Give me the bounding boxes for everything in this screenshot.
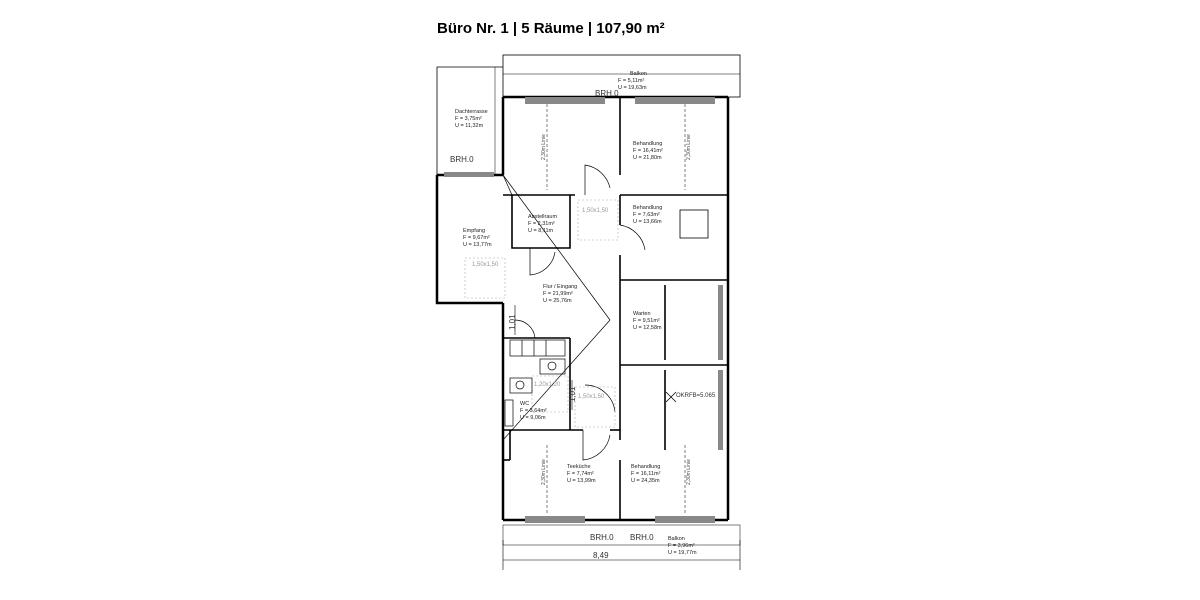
- room-label-abstellraum-perimeter: U = 8,11m: [528, 228, 554, 234]
- room-label-warten-perimeter: U = 12,58m: [633, 325, 662, 331]
- skylight: [679, 209, 709, 239]
- room-label-flur-perimeter: U = 25,76m: [543, 298, 572, 304]
- height-line-label-1: 2,30m Linie: [541, 134, 547, 160]
- page-title: Büro Nr. 1 | 5 Räume | 107,90 m²: [437, 20, 665, 37]
- room-label-balkon-bottom-area: F = 3,96m²: [668, 543, 695, 549]
- room-label-dachterrasse-name: Dachterrasse: [455, 109, 488, 115]
- room-label-balkon-bottom-name: Balkon: [668, 536, 685, 542]
- room-labels: Balkon F = 5,11m² U = 19,63m Dachterrass…: [455, 71, 697, 556]
- door-swings: [514, 164, 646, 461]
- room-label-behandlung-1-name: Behandlung: [633, 141, 662, 147]
- height-line-label-3: 2,30m Linie: [541, 459, 547, 485]
- wc-fixtures: [504, 377, 533, 427]
- turning-area-label-2: 1,50x1,50: [472, 262, 499, 268]
- okrfb-marker: [665, 391, 677, 403]
- kitchen-counter: [509, 339, 566, 375]
- annotations: BRH.0 BRH.0 BRH.0 BRH.0 8,49 OKRFB=5.065…: [450, 89, 716, 560]
- room-label-empfang-name: Empfang: [463, 228, 485, 234]
- dimension-lines: [502, 305, 741, 570]
- turning-area-label-3: 1,50x1,50: [578, 394, 605, 400]
- interior-walls: [503, 97, 728, 520]
- room-label-behandlung-1-perimeter: U = 21,80m: [633, 155, 662, 161]
- room-label-empfang-area: F = 9,67m²: [463, 235, 490, 241]
- room-label-warten-name: Warten: [633, 311, 651, 317]
- height-lines: [546, 104, 686, 515]
- dimension-101-b: 1,01: [568, 386, 577, 402]
- room-label-wc-area: F = 3,64m²: [520, 408, 547, 414]
- roof-terrace: [436, 66, 503, 175]
- room-label-behandlung-2-perimeter: U = 13,66m: [633, 219, 662, 225]
- room-label-balkon-top-perimeter: U = 19,63m: [618, 85, 647, 91]
- room-label-behandlung-2-area: F = 7,63m²: [633, 212, 660, 218]
- windows: [444, 97, 723, 523]
- dimension-bottom: 8,49: [593, 551, 609, 560]
- roof-projection: [502, 174, 611, 441]
- room-label-dachterrasse-perimeter: U = 11,32m: [455, 123, 484, 129]
- room-label-behandlung-2-name: Behandlung: [633, 205, 662, 211]
- room-label-flur-area: F = 21,99m²: [543, 291, 573, 297]
- brh-label-left: BRH.0: [450, 155, 474, 164]
- height-line-label-2: 2,30m Linie: [686, 134, 692, 160]
- room-label-dachterrasse-area: F = 3,75m²: [455, 116, 482, 122]
- height-line-label-4: 2,30m Linie: [686, 459, 692, 485]
- room-label-wc-name: WC: [520, 401, 529, 407]
- room-label-behandlung-3-area: F = 16,11m²: [631, 471, 661, 477]
- room-label-warten-area: F = 9,51m²: [633, 318, 660, 324]
- room-label-balkon-bottom-perimeter: U = 19,77m: [668, 550, 697, 556]
- room-label-abstellraum-name: Abstellraum: [528, 214, 557, 220]
- room-label-behandlung-1-area: F = 16,41m²: [633, 148, 663, 154]
- okrfb-label: OKRFB=5.065: [676, 393, 716, 399]
- room-label-flur-name: Flur / Eingang: [543, 284, 577, 290]
- dimension-101-a: 1,01: [508, 314, 517, 330]
- room-label-teekueche-perimeter: U = 13,99m: [567, 478, 596, 484]
- turning-area-label-1: 1,50x1,50: [582, 208, 609, 214]
- brh-label-top: BRH.0: [595, 89, 619, 98]
- room-label-abstellraum-area: F = 2,31m²: [528, 221, 555, 227]
- room-label-balkon-top-name: Balkon: [630, 71, 647, 77]
- room-label-teekueche-area: F = 7,74m²: [567, 471, 594, 477]
- turning-areas: [464, 199, 619, 428]
- room-label-behandlung-3-perimeter: U = 24,35m: [631, 478, 660, 484]
- room-label-teekueche-name: Teeküche: [567, 464, 591, 470]
- room-label-empfang-perimeter: U = 13,77m: [463, 242, 492, 248]
- room-label-balkon-top-area: F = 5,11m²: [618, 78, 645, 84]
- exterior-walls: [435, 95, 730, 522]
- room-label-wc-perimeter: U = 9,06m: [520, 415, 546, 421]
- brh-label-bottom-right: BRH.0: [630, 533, 654, 542]
- turning-area-label-4: 1,20x1,20: [534, 382, 561, 388]
- room-label-behandlung-3-name: Behandlung: [631, 464, 660, 470]
- brh-label-bottom-left: BRH.0: [590, 533, 614, 542]
